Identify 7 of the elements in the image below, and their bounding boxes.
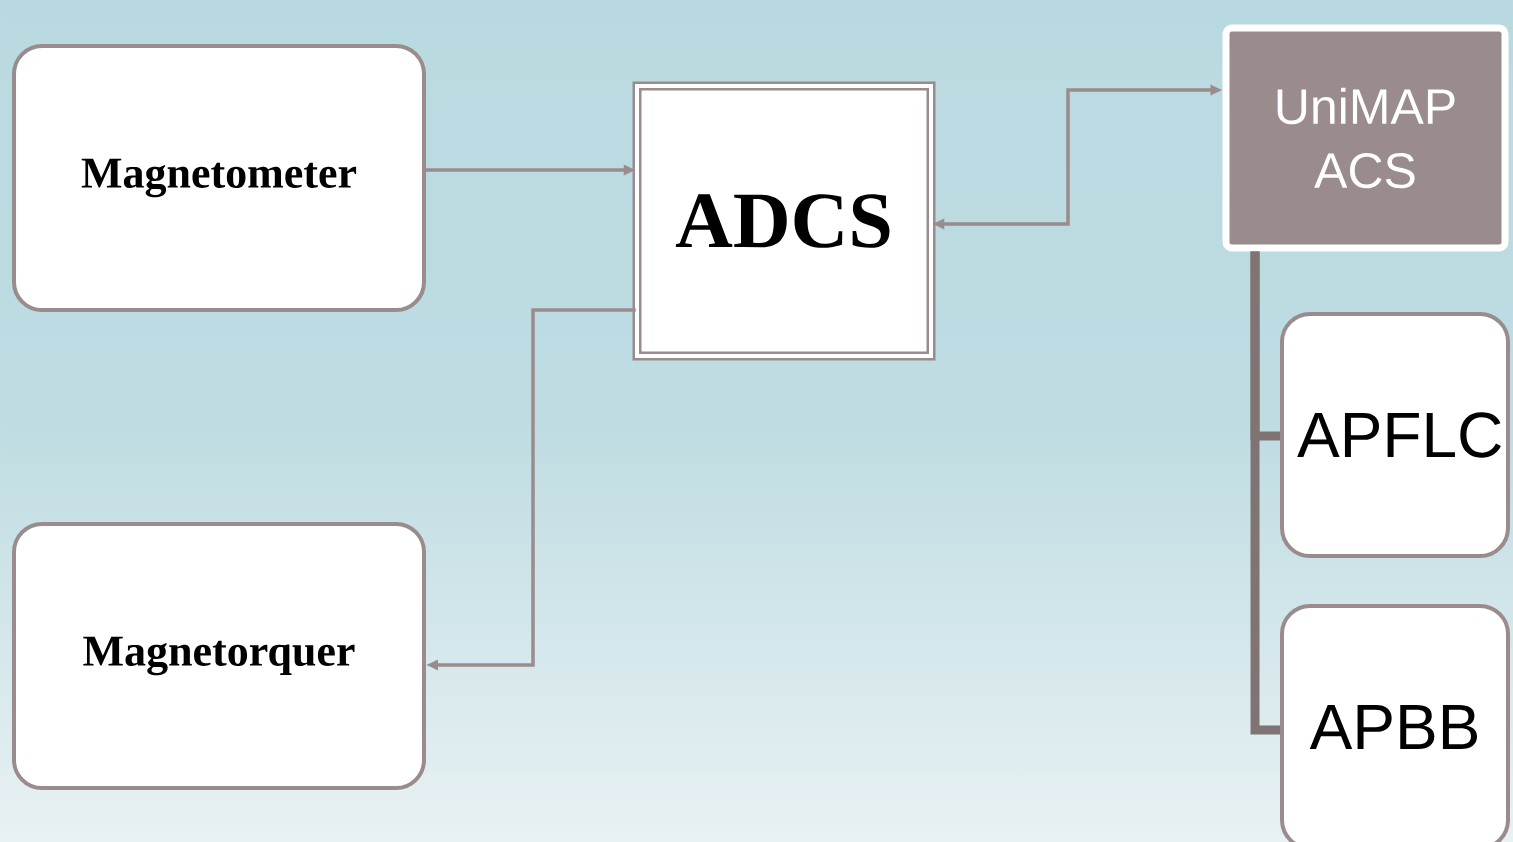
rounded-box: APBB — [1280, 604, 1510, 842]
rounded-box: Magnetorquer — [12, 522, 426, 790]
rounded-box: Magnetometer — [12, 44, 426, 312]
connector-line — [1250, 251, 1280, 735]
shaded-box: UniMAP ACS — [1222, 24, 1509, 252]
rounded-box: APFLC — [1280, 312, 1510, 558]
double-border-box: ADCS — [632, 81, 936, 361]
